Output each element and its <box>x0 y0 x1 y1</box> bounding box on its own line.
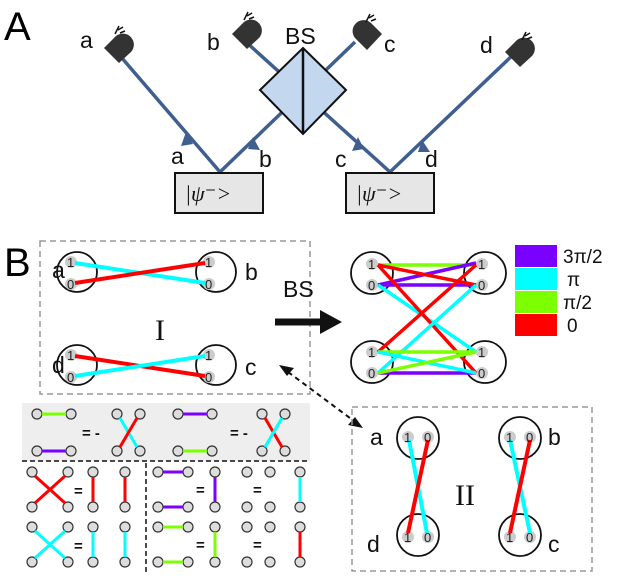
legend-label-0: 3π/2 <box>563 247 603 268</box>
node-b-label: b <box>245 259 258 285</box>
detector-b-label: b <box>207 29 220 55</box>
ii-bit-d1: 1 <box>404 530 411 545</box>
beam-splitter: BS <box>258 23 348 136</box>
detector-d: d <box>480 31 535 67</box>
ii-label-a: a <box>370 424 383 450</box>
beam-a <box>113 48 222 174</box>
detector-d-label: d <box>480 32 493 58</box>
legend-label-3: 0 <box>567 316 578 337</box>
detector-c-icon <box>365 13 377 23</box>
node-a-label: a <box>52 257 65 283</box>
box-II: 1 0 1 0 1 0 1 0 a d b c II <box>351 406 593 572</box>
ii-bit-c1: 1 <box>506 530 513 545</box>
net-bit-7: 1 <box>478 345 485 360</box>
rule-top-2-eq: = - <box>230 425 248 442</box>
after-bs-network: 1 0 1 0 1 0 1 0 <box>350 251 507 384</box>
detector-d-icon <box>521 31 533 41</box>
rule-br-2-eq: = <box>196 537 205 554</box>
link-arrow <box>279 365 363 428</box>
state-left-text: |ψ⁻> <box>185 181 231 206</box>
ii-bit-b1: 1 <box>506 430 513 445</box>
node-d-label: d <box>52 352 65 378</box>
node-c-label: c <box>245 354 257 380</box>
arrow-d <box>418 140 430 152</box>
net-bit-4: 0 <box>478 278 485 293</box>
detector-b: b <box>207 11 262 55</box>
ii-bit-a1: 1 <box>404 430 411 445</box>
beam-label-d: d <box>425 146 438 172</box>
state-box-right: |ψ⁻> <box>345 172 435 214</box>
beam-label-c: c <box>335 146 347 172</box>
ii-bit-c0: 0 <box>526 530 533 545</box>
rule-bl-2-eq: = <box>74 538 83 555</box>
bit-d-0: 0 <box>67 370 74 385</box>
rule-br-2b-eq: = <box>253 537 262 554</box>
arrow-b <box>248 137 260 150</box>
ii-label-b: b <box>548 424 561 450</box>
box-I: 1 0 1 0 a b I 1 0 1 0 d c <box>39 240 311 395</box>
rule-bl-1-eq: = <box>74 483 83 500</box>
ii-bit-a0: 0 <box>424 430 431 445</box>
rules-panel: = - = - = = <box>22 403 310 575</box>
ii-bit-d0: 0 <box>424 530 431 545</box>
legend-swatch-0 <box>515 245 557 267</box>
bs-label: BS <box>285 23 316 49</box>
legend-swatch-3 <box>515 314 557 336</box>
rule-top-1-eq: = - <box>82 425 100 442</box>
ii-bit-b0: 0 <box>526 430 533 445</box>
detector-a-label: a <box>80 27 93 53</box>
net-bit-3: 1 <box>478 257 485 272</box>
bit-d-1: 1 <box>67 348 74 363</box>
legend-label-2: π/2 <box>563 293 592 314</box>
state-right-text: |ψ⁻> <box>356 181 402 206</box>
rule-br-1-eq: = <box>196 482 205 499</box>
rule-br-1b-eq: = <box>253 482 262 499</box>
detector-a: a <box>80 25 134 63</box>
phase-legend: 3π/2 π π/2 0 <box>515 245 603 337</box>
detector-b-icon <box>243 11 255 21</box>
arrow-a <box>181 132 193 146</box>
net-bit-1: 1 <box>368 257 375 272</box>
arrow-c <box>352 137 364 151</box>
net-bit-5: 1 <box>368 345 375 360</box>
detector-a-icon <box>114 25 126 35</box>
ii-label-d: d <box>367 531 380 557</box>
legend-swatch-1 <box>515 268 557 290</box>
roman-two: II <box>455 479 475 512</box>
legend-label-1: π <box>567 270 580 291</box>
bit-b-0: 0 <box>205 277 212 292</box>
legend-swatch-2 <box>515 291 557 313</box>
net-bit-2: 0 <box>368 278 375 293</box>
bit-a-1: 1 <box>67 255 74 270</box>
beam-arrows <box>181 132 430 152</box>
bit-a-0: 0 <box>67 277 74 292</box>
bit-c-0: 0 <box>205 370 212 385</box>
panel-label-b: B <box>4 241 31 285</box>
panel-label-a: A <box>4 5 31 49</box>
net-bit-8: 0 <box>478 366 485 381</box>
net-bit-6: 0 <box>368 366 375 381</box>
beam-d <box>388 50 518 174</box>
bs-arrow-head <box>320 310 342 334</box>
bit-b-1: 1 <box>205 255 212 270</box>
detector-c-label: c <box>384 31 396 57</box>
state-box-left: |ψ⁻> <box>174 172 264 214</box>
beam-label-a: a <box>171 143 184 169</box>
bs-arrow: BS <box>275 276 342 334</box>
beam-label-b: b <box>259 146 272 172</box>
ii-label-c: c <box>548 531 560 557</box>
roman-one: I <box>155 314 165 347</box>
detector-c: c <box>352 13 396 57</box>
bit-c-1: 1 <box>205 348 212 363</box>
bs-arrow-label: BS <box>283 276 314 302</box>
